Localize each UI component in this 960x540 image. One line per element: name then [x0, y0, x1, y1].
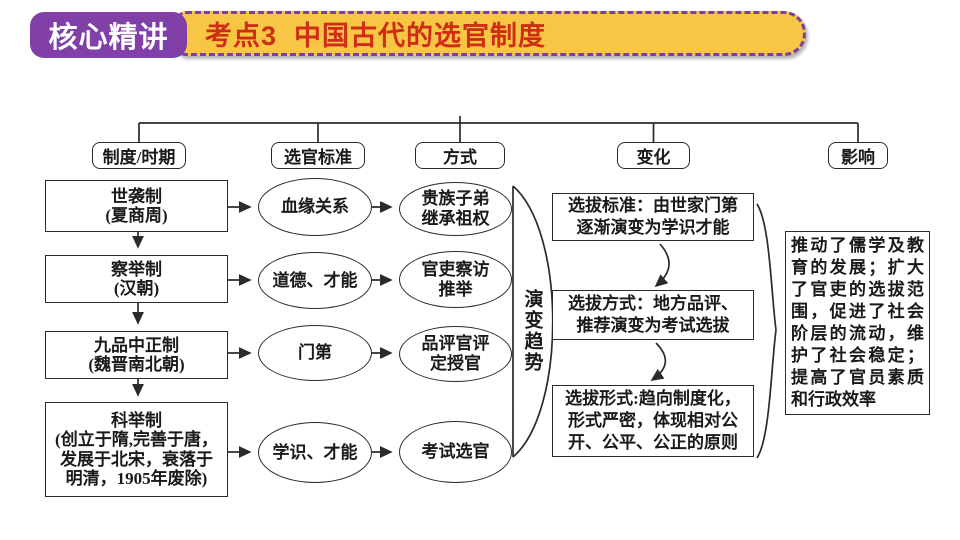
system-box-imperial-exam: 科举制 (创立于隋,完善于唐， 发展于北宋，衰落于 明清，1905年废除) — [45, 402, 228, 497]
method-ellipse-inherit: 贵族子弟 继承祖权 — [399, 182, 512, 236]
section-badge-label: 核心精讲 — [48, 22, 169, 54]
impact-box: 推动了儒学及教育的发展；扩大了官吏的选拔范围，促进了社会阶层的流动，维护了社会稳… — [785, 231, 930, 415]
title-banner: 考点3 中国古代的选官制度 — [176, 11, 806, 56]
trend-label: 演变趋势 — [521, 289, 543, 373]
column-header-method: 方式 — [415, 142, 505, 169]
gather-brace — [756, 203, 777, 459]
column-header-criteria: 选官标准 — [271, 142, 365, 169]
change-box-criteria: 选拔标准：由世家门第 逐渐演变为学识才能 — [552, 193, 754, 241]
column-header-change: 变化 — [617, 142, 690, 169]
column-header-system-period: 制度/时期 — [92, 142, 186, 169]
method-ellipse-inspect: 官吏察访 推举 — [399, 251, 512, 308]
change-box-form: 选拔形式:趋向制度化， 形式严密，体现相对公 开、公平、公正的原则 — [552, 385, 754, 457]
column-header-impact: 影响 — [828, 142, 888, 169]
system-box-hereditary: 世袭制 (夏商周) — [45, 180, 228, 232]
curved-arrow-2 — [650, 342, 667, 381]
criteria-ellipse-morality: 道德、才能 — [258, 252, 372, 309]
curved-arrow-1 — [654, 243, 670, 288]
criteria-ellipse-family: 门第 — [258, 325, 372, 381]
section-badge: 核心精讲 — [30, 12, 187, 58]
criteria-ellipse-blood: 血缘关系 — [258, 178, 372, 236]
system-box-recommendation: 察举制 (汉朝) — [45, 255, 228, 303]
method-ellipse-exam: 考试选官 — [399, 421, 512, 483]
change-box-method: 选拔方式：地方品评、 推荐演变为考试选拔 — [552, 290, 754, 340]
system-box-nine-ranks: 九品中正制 (魏晋南北朝) — [45, 331, 228, 379]
page-title: 考点3 中国古代的选官制度 — [205, 21, 547, 51]
method-ellipse-grade: 品评官评 定授官 — [399, 326, 512, 382]
header-tree — [138, 116, 859, 142]
criteria-ellipse-knowledge: 学识、才能 — [258, 422, 372, 483]
